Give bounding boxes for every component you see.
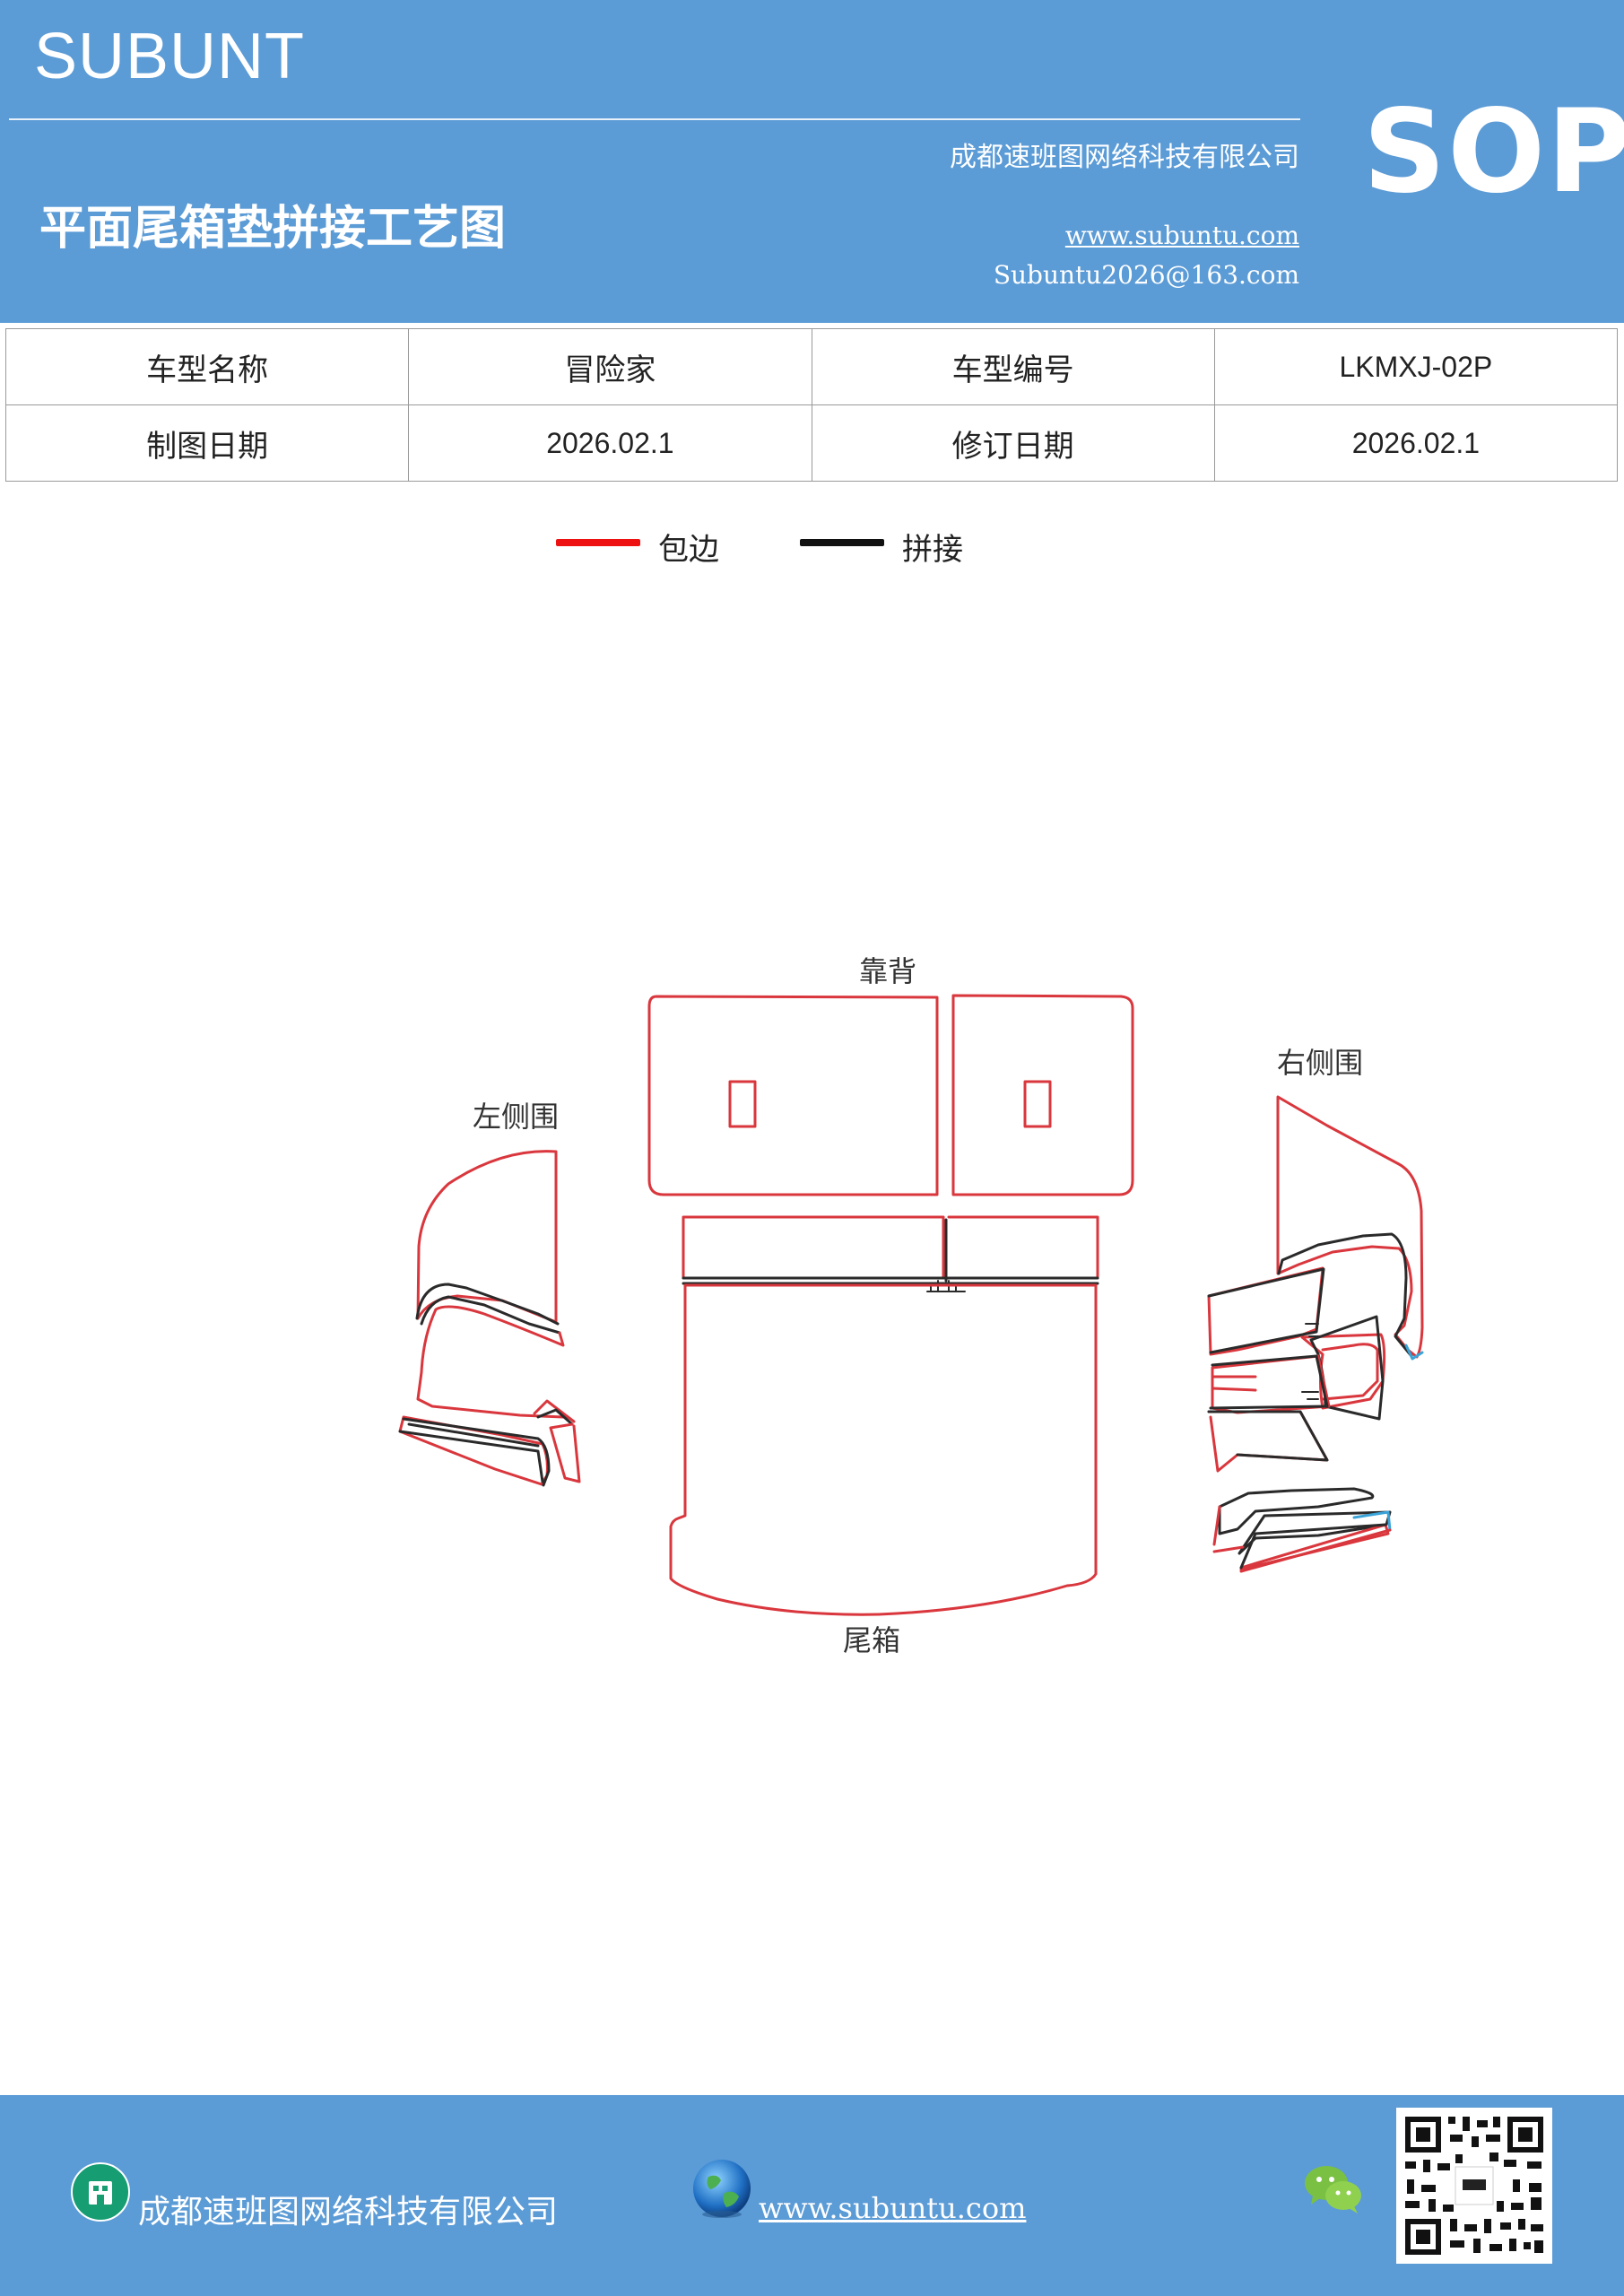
value-model-code: LKMXJ-02P — [1213, 328, 1619, 405]
trunk-panel — [669, 1283, 1098, 1616]
label-revise-date: 修订日期 — [811, 404, 1215, 482]
legend-binding-swatch — [556, 539, 640, 546]
label-trunk: 尾箱 — [843, 1623, 900, 1657]
value-revise-date: 2026.02.1 — [1213, 404, 1619, 482]
table-row: 车型名称 冒险家 车型编号 LKMXJ-02P — [4, 328, 1619, 405]
qr-code — [1396, 2108, 1552, 2264]
vehicle-info-table: 车型名称 冒险家 车型编号 LKMXJ-02P 制图日期 2026.02.1 修… — [4, 328, 1619, 482]
website-link[interactable]: www.subuntu.com — [1064, 221, 1299, 250]
header-banner: SUBUNT 成都速班图网络科技有限公司 平面尾箱垫拼接工艺图 www.subu… — [0, 0, 1624, 323]
document-title: 平面尾箱垫拼接工艺图 — [39, 202, 507, 256]
label-left-side: 左侧围 — [473, 1100, 559, 1134]
table-row: 制图日期 2026.02.1 修订日期 2026.02.1 — [4, 404, 1619, 482]
right-side-pieces — [1207, 1095, 1424, 1573]
legend-binding-label: 包边 — [658, 532, 719, 568]
label-right-side: 右侧围 — [1277, 1046, 1363, 1080]
backrest-right-cutout — [1023, 1080, 1052, 1128]
middle-strips — [682, 1215, 1099, 1292]
value-model-name: 冒险家 — [408, 328, 812, 405]
backrest-right-panel — [951, 994, 1134, 1196]
company-name: 成都速班图网络科技有限公司 — [950, 142, 1299, 173]
header-divider — [9, 118, 1300, 120]
legend-seam-swatch — [800, 539, 884, 546]
left-side-pieces — [398, 1150, 581, 1487]
trunk-mat-diagram: 靠背 左侧围 右侧围 尾箱 — [398, 954, 1424, 1657]
backrest-panels — [647, 994, 1134, 1196]
label-draw-date: 制图日期 — [4, 404, 410, 482]
label-model-code: 车型编号 — [811, 328, 1215, 405]
backrest-left-panel — [647, 995, 939, 1196]
brand-name: SUBUNT — [34, 21, 306, 92]
backrest-left-cutout — [728, 1080, 757, 1128]
building-icon — [71, 2162, 130, 2222]
label-backrest: 靠背 — [859, 954, 916, 988]
wechat-icon[interactable] — [1302, 2161, 1365, 2217]
label-model-name: 车型名称 — [4, 328, 410, 405]
footer-company-name: 成都速班图网络科技有限公司 — [138, 2194, 559, 2231]
sop-badge: SOP — [1363, 85, 1624, 219]
value-draw-date: 2026.02.1 — [408, 404, 812, 482]
globe-icon — [693, 2160, 751, 2218]
footer-website-link[interactable]: www.subuntu.com — [759, 2191, 1027, 2225]
email-address: Subuntu2026@163.com — [993, 260, 1299, 290]
legend-seam-label: 拼接 — [902, 532, 963, 568]
legend: 包边 拼接 — [0, 525, 1624, 578]
